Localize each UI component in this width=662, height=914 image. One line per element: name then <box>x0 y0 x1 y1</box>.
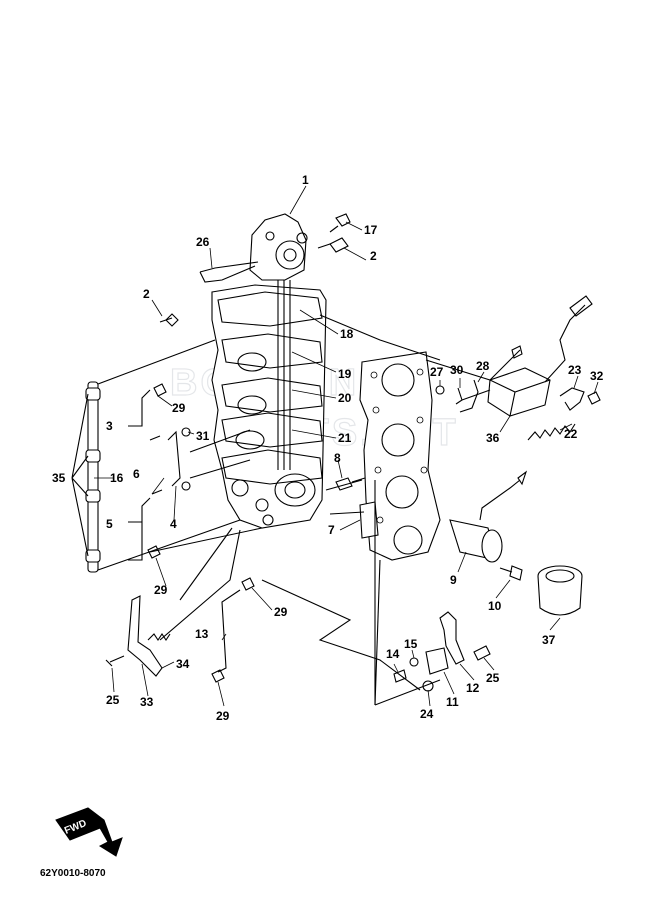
callout-33: 33 <box>140 695 154 709</box>
link-4 <box>167 430 181 487</box>
callout-3: 3 <box>106 419 113 433</box>
callout-11: 11 <box>446 695 459 709</box>
callout-37: 37 <box>542 633 556 647</box>
bolt-10 <box>499 565 523 581</box>
callout-24: 24 <box>420 707 434 721</box>
callout-13: 13 <box>195 627 209 641</box>
clip-28 <box>459 379 479 413</box>
hose-5 <box>128 497 151 561</box>
nut-27 <box>435 385 445 395</box>
bolt-17 <box>329 213 351 233</box>
lever-33 <box>127 595 163 677</box>
lever-23 <box>559 387 585 411</box>
rod-26 <box>199 261 259 283</box>
leader-lines <box>97 314 521 706</box>
callout-27: 27 <box>430 365 444 379</box>
washer-15 <box>409 657 419 667</box>
callout-29-a: 29 <box>172 401 186 415</box>
callout-25-left: 25 <box>106 693 120 707</box>
callout-29-c: 29 <box>274 605 288 619</box>
callout-1: 1 <box>302 173 309 187</box>
bolt-8 <box>335 477 366 491</box>
callout-22: 22 <box>564 427 578 441</box>
callout-21: 21 <box>338 431 352 445</box>
screw-top-36 <box>511 345 523 359</box>
solenoid-9 <box>449 470 528 563</box>
clamp-29-d <box>211 669 225 683</box>
bracket-7 <box>359 501 379 539</box>
callout-25-right: 25 <box>486 671 500 685</box>
screw-32 <box>587 391 601 405</box>
spring-34 <box>147 633 171 641</box>
diagram-code: 62Y0010-8070 <box>40 868 106 879</box>
callout-18: 18 <box>340 327 354 341</box>
callout-26: 26 <box>196 235 210 249</box>
callout-2-top: 2 <box>370 249 377 263</box>
leader-35 <box>71 393 89 557</box>
callout-32: 32 <box>590 369 604 383</box>
callout-15: 15 <box>404 637 418 651</box>
callout-7: 7 <box>328 523 335 537</box>
callout-31: 31 <box>196 429 210 443</box>
hose-13 <box>217 589 241 673</box>
ring-31b <box>181 481 191 491</box>
clamp-29-b <box>147 545 161 559</box>
callout-16: 16 <box>110 471 124 485</box>
ring-31 <box>181 427 191 437</box>
callout-17: 17 <box>364 223 378 237</box>
fuel-filter-37 <box>537 565 583 616</box>
spring-22 <box>527 423 576 441</box>
screw-25-left <box>105 655 125 667</box>
callout-4: 4 <box>170 517 177 531</box>
callout-10: 10 <box>488 599 502 613</box>
screw-25-right <box>473 645 491 661</box>
gasket-plate <box>359 351 441 561</box>
callout-19: 19 <box>338 367 352 381</box>
link-6 <box>149 435 163 495</box>
callout-20: 20 <box>338 391 352 405</box>
clamp-29-a <box>153 383 167 397</box>
clamp-29-c <box>241 577 255 591</box>
fwd-arrow: FWD <box>55 807 123 857</box>
bolt-2-left <box>159 313 179 327</box>
callout-8: 8 <box>334 451 341 465</box>
tube-16 <box>85 381 101 573</box>
callout-29-b: 29 <box>154 583 168 597</box>
callout-2-left: 2 <box>143 287 150 301</box>
callout-30: 30 <box>450 363 464 377</box>
callout-34: 34 <box>176 657 190 671</box>
callout-9: 9 <box>450 573 457 587</box>
carburetor-assembly <box>211 280 327 529</box>
washer-30 <box>455 387 463 405</box>
hose-3 <box>128 389 151 427</box>
top-sensor-unit <box>249 213 308 281</box>
lever-12 <box>439 611 465 665</box>
callout-5: 5 <box>106 517 113 531</box>
screw-14 <box>393 669 407 683</box>
control-box-36 <box>487 295 593 417</box>
callout-29-d: 29 <box>216 709 230 723</box>
callout-6: 6 <box>133 467 140 481</box>
bracket-11 <box>425 647 449 675</box>
callout-14: 14 <box>386 647 400 661</box>
callout-labels: 1 2 2 3 4 5 6 7 8 9 10 11 12 13 14 15 16… <box>52 173 604 723</box>
callout-12: 12 <box>466 681 480 695</box>
bolt-2-top <box>317 237 349 253</box>
callout-28: 28 <box>476 359 490 373</box>
callout-stubs <box>94 185 599 707</box>
callout-35: 35 <box>52 471 66 485</box>
callout-36: 36 <box>486 431 500 445</box>
callout-23: 23 <box>568 363 582 377</box>
